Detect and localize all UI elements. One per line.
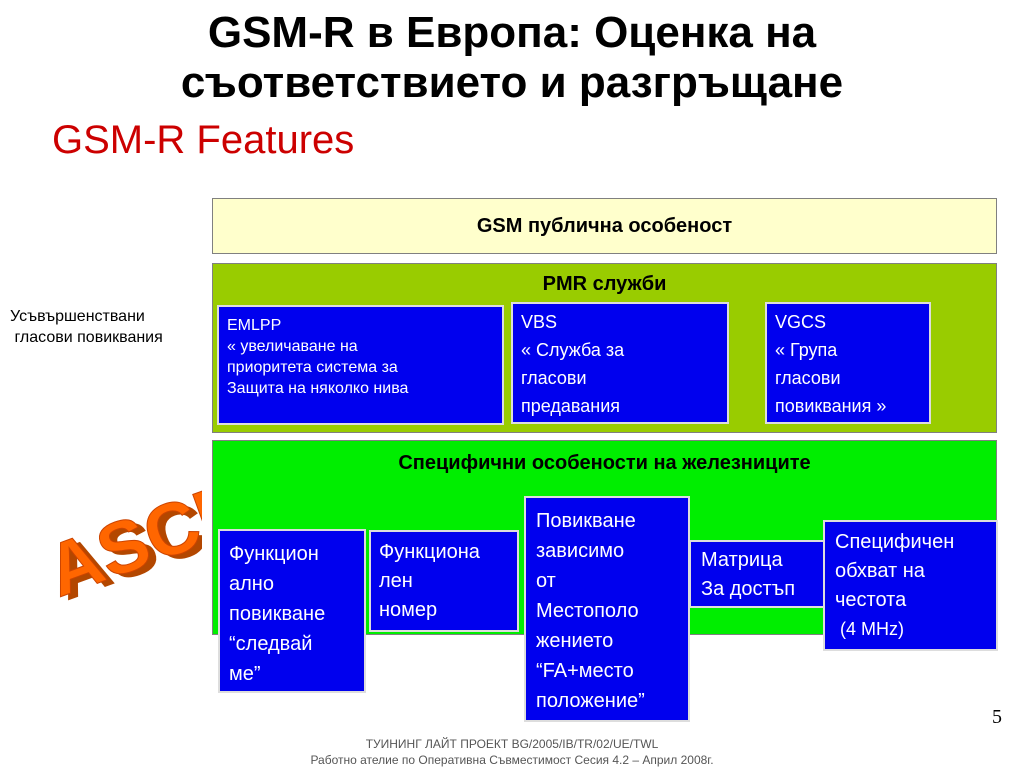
frequency-range-line: честота <box>835 589 907 611</box>
location-call-line: Местополо <box>536 600 639 622</box>
vbs-box: VBS « Служба за гласови предавания <box>511 302 729 424</box>
functional-number-box: Функциона лен номер <box>369 530 519 632</box>
emlpp-line: EMLPP <box>227 317 282 334</box>
location-call-line: жението <box>536 630 614 652</box>
footer-line1: ТУИНИНГ ЛАЙТ ПРОЕКТ BG/2005/IB/TR/02/UE/… <box>365 737 659 751</box>
location-call-line: зависимо <box>536 540 625 562</box>
location-call-line: от <box>536 570 556 592</box>
footer: ТУИНИНГ ЛАЙТ ПРОЕКТ BG/2005/IB/TR/02/UE/… <box>0 736 1024 768</box>
location-call-line: “FA+место <box>536 660 634 682</box>
side-label: Усъвършенствани гласови повиквания <box>10 306 163 348</box>
emlpp-line: « увеличаване на <box>227 338 358 355</box>
emlpp-line: приоритета система за <box>227 359 398 376</box>
vgcs-line: VGCS <box>775 312 827 332</box>
functional-number-line: Функциона <box>379 541 480 563</box>
access-matrix-line: Матрица <box>701 549 783 571</box>
functional-number-line: номер <box>379 599 438 621</box>
slide-title: GSM-R в Европа: Оценка на съответствието… <box>0 8 1024 108</box>
asci-logo-text: ASCI <box>36 474 202 612</box>
follow-me-line: ално <box>229 573 274 595</box>
emlpp-line: Защита на няколко нива <box>227 380 409 397</box>
vbs-line: гласови <box>521 368 587 388</box>
vbs-line: « Служба за <box>521 340 625 360</box>
follow-me-line: ме” <box>229 663 261 685</box>
vbs-line: предавания <box>521 396 620 416</box>
slide-subtitle: GSM-R Features <box>52 118 355 162</box>
frequency-range-line: (4 MHz) <box>835 619 904 639</box>
gsm-public-title: GSM публична особеност <box>476 215 733 237</box>
location-call-line: положение” <box>536 690 645 712</box>
access-matrix-box: Матрица За достъп <box>689 540 825 608</box>
slide-title-line1: GSM-R в Европа: Оценка на <box>207 8 817 57</box>
vgcs-line: « Група <box>775 340 838 360</box>
vgcs-line: гласови <box>775 368 841 388</box>
functional-number-line: лен <box>379 570 413 592</box>
asci-logo: ASCI ASCI <box>35 473 202 616</box>
side-label-line1: Усъвършенствани <box>10 308 145 325</box>
follow-me-line: “следвай <box>229 633 313 655</box>
vgcs-line: повиквания » <box>775 396 887 416</box>
gsm-public-band: GSM публична особеност <box>212 198 997 254</box>
follow-me-line: Функцион <box>229 543 319 565</box>
frequency-range-line: обхват на <box>835 560 925 582</box>
side-label-line2: гласови повиквания <box>10 329 163 346</box>
follow-me-box: Функцион ално повикване “следвай ме” <box>218 529 366 693</box>
location-call-line: Повикване <box>536 510 636 532</box>
vbs-line: VBS <box>521 312 558 332</box>
railway-title: Специфични особености на железниците <box>398 452 811 474</box>
footer-line2: Работно ателие по Оперативна Съвместимос… <box>310 753 714 767</box>
pmr-title: PMR служби <box>542 273 667 295</box>
frequency-range-line: Специфичен <box>835 531 955 553</box>
page-number: 5 <box>992 706 1002 728</box>
access-matrix-line: За достъп <box>701 578 796 600</box>
location-call-box: Повикване зависимо от Местополо жението … <box>524 496 690 722</box>
follow-me-line: повикване <box>229 603 326 625</box>
frequency-range-box: Специфичен обхват на честота (4 MHz) <box>823 520 998 651</box>
slide-title-line2: съответствието и разгръщане <box>180 58 844 107</box>
emlpp-box: EMLPP « увеличаване на приоритета систем… <box>217 305 504 425</box>
vgcs-box: VGCS « Група гласови повиквания » <box>765 302 931 424</box>
